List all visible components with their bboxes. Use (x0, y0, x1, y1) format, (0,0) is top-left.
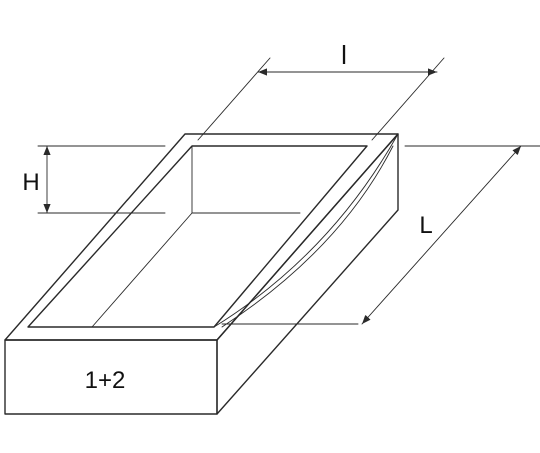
dimension-arrow-big-l (361, 145, 522, 325)
inner-opening (27, 145, 368, 328)
tray-body (4, 133, 399, 415)
extension-line-right (371, 57, 445, 141)
label-width-l: l (341, 40, 347, 70)
dimension-h (37, 145, 166, 214)
label-length-l: L (419, 212, 432, 239)
extension-line-left (197, 57, 271, 141)
top-outer-rim (4, 133, 399, 341)
front-face-label: 1+2 (85, 367, 126, 394)
dimension-l (197, 57, 445, 141)
inner-right-wall-curve (213, 133, 399, 328)
dimension-big-l (221, 145, 540, 325)
inner-bottom-left-edge (91, 212, 193, 328)
label-height-h: H (22, 169, 39, 196)
right-side-face (216, 133, 399, 415)
